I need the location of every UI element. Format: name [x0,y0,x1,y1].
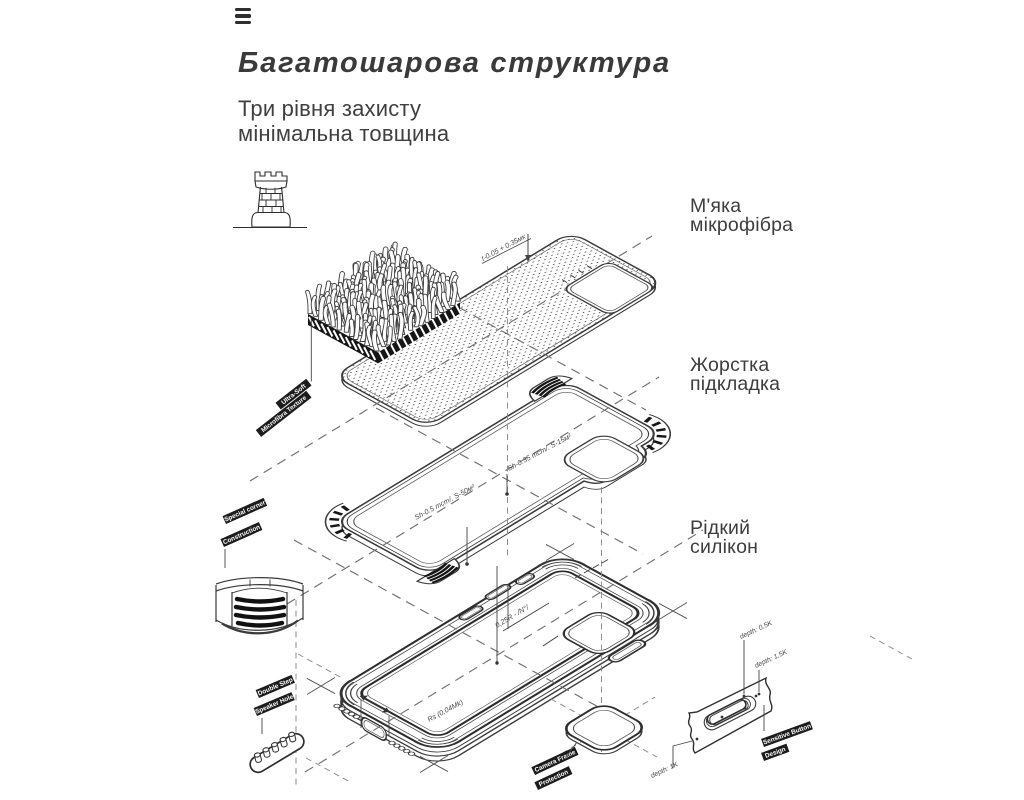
svg-text:depth: 0,5K: depth: 0,5K [739,620,774,641]
svg-text:depth: 1K: depth: 1K [650,761,680,780]
svg-text:t-0.05 + 0.35мк: t-0.05 + 0.35мк [480,232,528,263]
svg-text:Construction: Construction [222,524,261,547]
svg-text:depth: 1,5K: depth: 1,5K [754,649,789,670]
svg-text:Sensitive Button: Sensitive Button [762,723,812,747]
svg-text:Special corner: Special corner [224,499,268,524]
